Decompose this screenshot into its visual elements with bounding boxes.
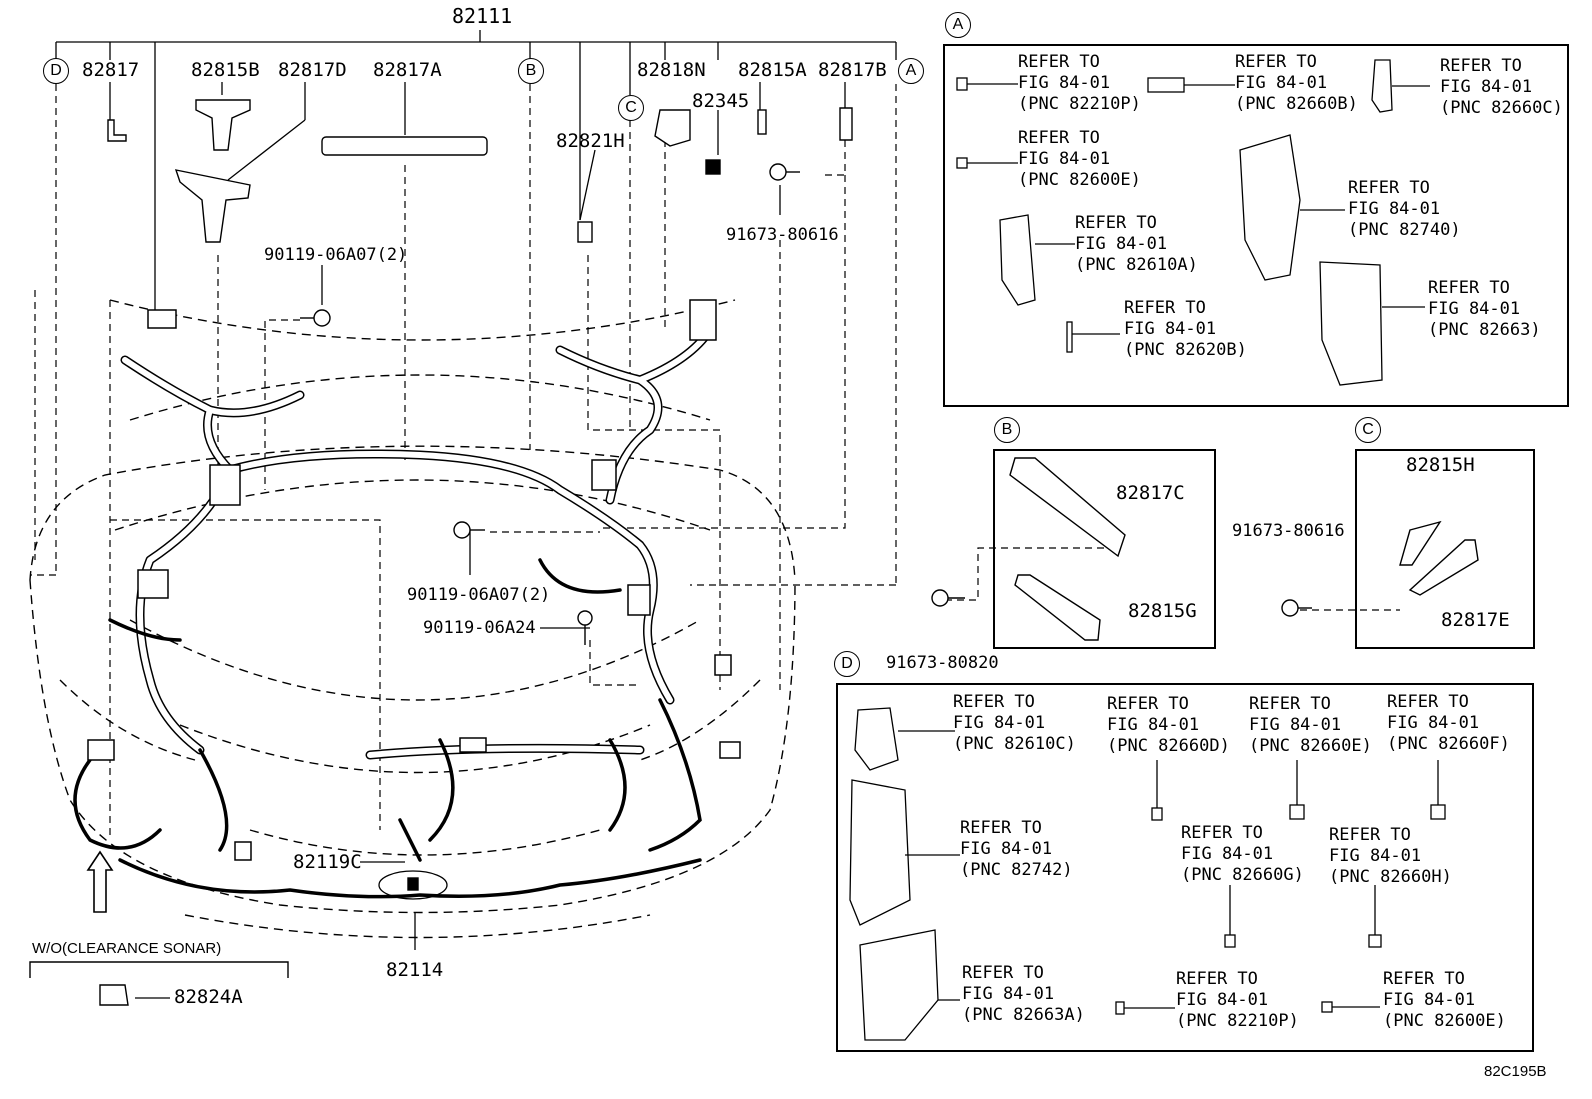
- part-91673-80616-c[interactable]: 91673-80616: [1232, 521, 1345, 541]
- box-b-callout: B: [994, 417, 1020, 443]
- part-82824a[interactable]: 82824A: [174, 986, 243, 1008]
- box-d-ref-82600e[interactable]: REFER TO FIG 84-01 (PNC 82600E): [1383, 969, 1506, 1031]
- box-a-callout: A: [945, 12, 971, 38]
- part-82817c[interactable]: 82817C: [1116, 482, 1185, 504]
- part-82815a[interactable]: 82815A: [738, 59, 807, 81]
- box-a-ref-82660b[interactable]: REFER TO FIG 84-01 (PNC 82660B): [1235, 52, 1358, 114]
- callout-a[interactable]: A: [898, 58, 924, 84]
- box-d-ref-82742[interactable]: REFER TO FIG 84-01 (PNC 82742): [960, 818, 1073, 880]
- callout-d[interactable]: D: [43, 58, 69, 84]
- part-82821h[interactable]: 82821H: [556, 130, 625, 152]
- callout-c[interactable]: C: [618, 95, 644, 121]
- box-d-ref-82660e[interactable]: REFER TO FIG 84-01 (PNC 82660E): [1249, 694, 1372, 756]
- box-a-ref-82210p[interactable]: REFER TO FIG 84-01 (PNC 82210P): [1018, 52, 1141, 114]
- callout-b[interactable]: B: [518, 58, 544, 84]
- part-90119-06a07-top[interactable]: 90119-06A07(2): [264, 245, 408, 265]
- box-d-ref-82660f[interactable]: REFER TO FIG 84-01 (PNC 82660F): [1387, 692, 1510, 754]
- part-82111[interactable]: 82111: [452, 4, 513, 28]
- part-90119-06a24[interactable]: 90119-06A24: [423, 618, 536, 638]
- box-a-ref-82610a[interactable]: REFER TO FIG 84-01 (PNC 82610A): [1075, 213, 1198, 275]
- box-d-ref-82660d[interactable]: REFER TO FIG 84-01 (PNC 82660D): [1107, 694, 1230, 756]
- box-a-ref-82663[interactable]: REFER TO FIG 84-01 (PNC 82663): [1428, 278, 1541, 340]
- part-82817d[interactable]: 82817D: [278, 59, 347, 81]
- box-a-ref-82740[interactable]: REFER TO FIG 84-01 (PNC 82740): [1348, 178, 1461, 240]
- box-d-callout: D: [834, 651, 860, 677]
- part-82817[interactable]: 82817: [82, 59, 140, 81]
- box-d-ref-82663a[interactable]: REFER TO FIG 84-01 (PNC 82663A): [962, 963, 1085, 1025]
- part-91673-80820[interactable]: 91673-80820: [886, 653, 999, 673]
- part-90119-06a07-mid[interactable]: 90119-06A07(2): [407, 585, 551, 605]
- illustration-code: 82C195B: [1484, 1063, 1547, 1080]
- part-82815b[interactable]: 82815B: [191, 59, 260, 81]
- part-91673-80616-top[interactable]: 91673-80616: [726, 225, 839, 245]
- box-d-ref-82210p[interactable]: REFER TO FIG 84-01 (PNC 82210P): [1176, 969, 1299, 1031]
- part-82817b[interactable]: 82817B: [818, 59, 887, 81]
- part-82815h[interactable]: 82815H: [1406, 454, 1475, 476]
- box-a-ref-82620b[interactable]: REFER TO FIG 84-01 (PNC 82620B): [1124, 298, 1247, 360]
- part-82815g[interactable]: 82815G: [1128, 600, 1197, 622]
- part-82818n[interactable]: 82818N: [637, 59, 706, 81]
- box-a-ref-82660c[interactable]: REFER TO FIG 84-01 (PNC 82660C): [1440, 56, 1563, 118]
- detail-box-a: [943, 44, 1569, 407]
- wo-clearance-sonar-note: W/O(CLEARANCE SONAR): [32, 940, 222, 957]
- detail-box-b: [993, 449, 1216, 649]
- detail-box-c: [1355, 449, 1535, 649]
- part-82119c[interactable]: 82119C: [293, 851, 362, 873]
- part-82817a[interactable]: 82817A: [373, 59, 442, 81]
- box-a-ref-82600e[interactable]: REFER TO FIG 84-01 (PNC 82600E): [1018, 128, 1141, 190]
- part-82114[interactable]: 82114: [386, 959, 444, 981]
- box-d-ref-82660h[interactable]: REFER TO FIG 84-01 (PNC 82660H): [1329, 825, 1452, 887]
- part-82345[interactable]: 82345: [692, 90, 750, 112]
- detail-box-d: [836, 683, 1534, 1052]
- box-c-callout: C: [1355, 417, 1381, 443]
- box-d-ref-82610c[interactable]: REFER TO FIG 84-01 (PNC 82610C): [953, 692, 1076, 754]
- part-82817e[interactable]: 82817E: [1441, 609, 1510, 631]
- box-d-ref-82660g[interactable]: REFER TO FIG 84-01 (PNC 82660G): [1181, 823, 1304, 885]
